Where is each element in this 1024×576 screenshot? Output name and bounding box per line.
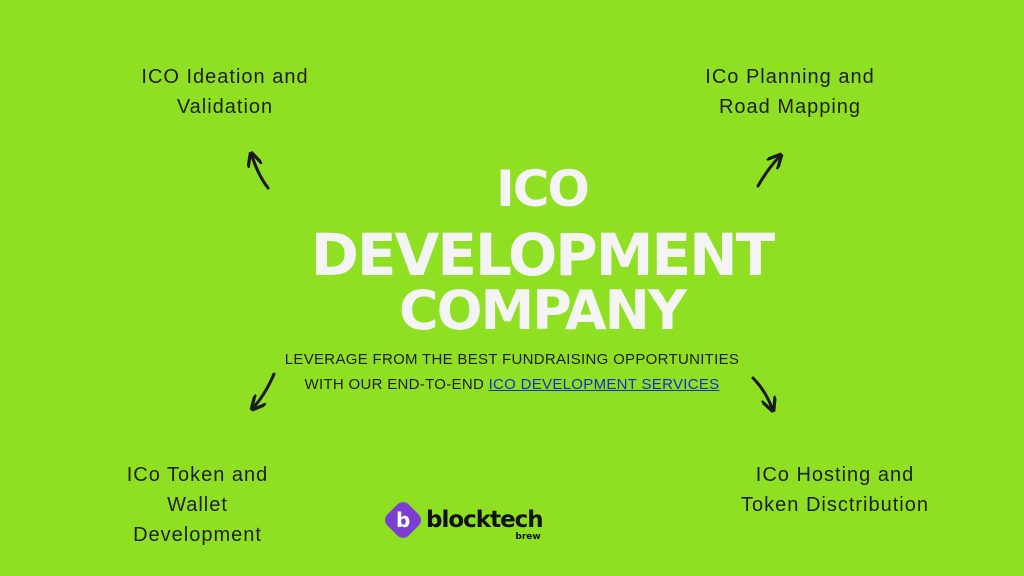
subtitle-line-2-prefix: WITH OUR END-TO-END (304, 376, 489, 393)
step-planning-road-mapping: ICo Planning and Road Mapping (705, 66, 875, 118)
step-hosting-token-distribution: ICo Hosting and Token Disctribution (741, 464, 929, 516)
blocktech-logo-icon: b (381, 498, 425, 542)
subtitle-line-1: LEVERAGE FROM THE BEST FUNDRAISING OPPOR… (284, 351, 740, 368)
arrow-to-bottom-left (254, 372, 276, 407)
logo-sub: brew (515, 531, 541, 542)
subtitle-line-2: WITH OUR END-TO-END ICO DEVELOPMENT SERV… (262, 376, 762, 393)
ico-development-services-link[interactable]: ICO DEVELOPMENT SERVICES (488, 376, 720, 393)
title-line-1: ICO (496, 160, 590, 218)
title-line-2: DEVELOPMENT (310, 221, 775, 289)
arrow-to-top-right (756, 157, 779, 188)
arrow-to-top-left (252, 156, 270, 190)
step-ideation-validation: ICO Ideation and Validation (141, 66, 309, 118)
arrow-to-bottom-right (751, 376, 772, 408)
step-token-wallet-development: ICo Token and Wallet Development (126, 464, 269, 546)
title-line-3: COMPANY (399, 279, 687, 342)
